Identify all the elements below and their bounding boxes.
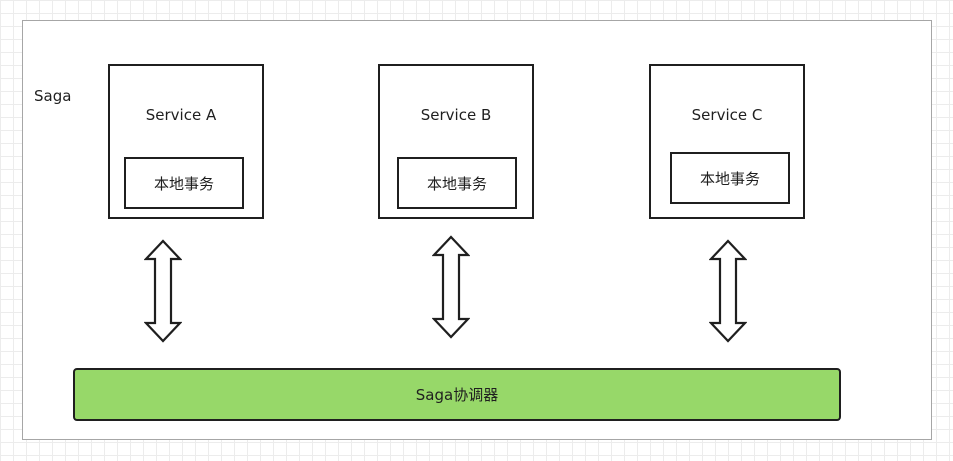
service-b-title: Service B — [420, 106, 492, 124]
service-a-box: Service A 本地事务 — [108, 64, 264, 219]
service-c-local-transaction: 本地事务 — [670, 152, 790, 204]
service-b-local-transaction: 本地事务 — [397, 157, 517, 209]
service-a-title: Service A — [145, 106, 217, 124]
saga-label: Saga — [34, 87, 72, 105]
service-a-local-transaction: 本地事务 — [124, 157, 244, 209]
service-c-box: Service C 本地事务 — [649, 64, 805, 219]
saga-coordinator: Saga协调器 — [73, 368, 841, 421]
double-arrow-icon — [144, 239, 182, 343]
double-arrow-icon — [709, 239, 747, 343]
service-b-box: Service B 本地事务 — [378, 64, 534, 219]
service-c-title: Service C — [691, 106, 763, 124]
saga-coordinator-label: Saga协调器 — [415, 386, 499, 404]
double-arrow-icon — [432, 235, 470, 339]
